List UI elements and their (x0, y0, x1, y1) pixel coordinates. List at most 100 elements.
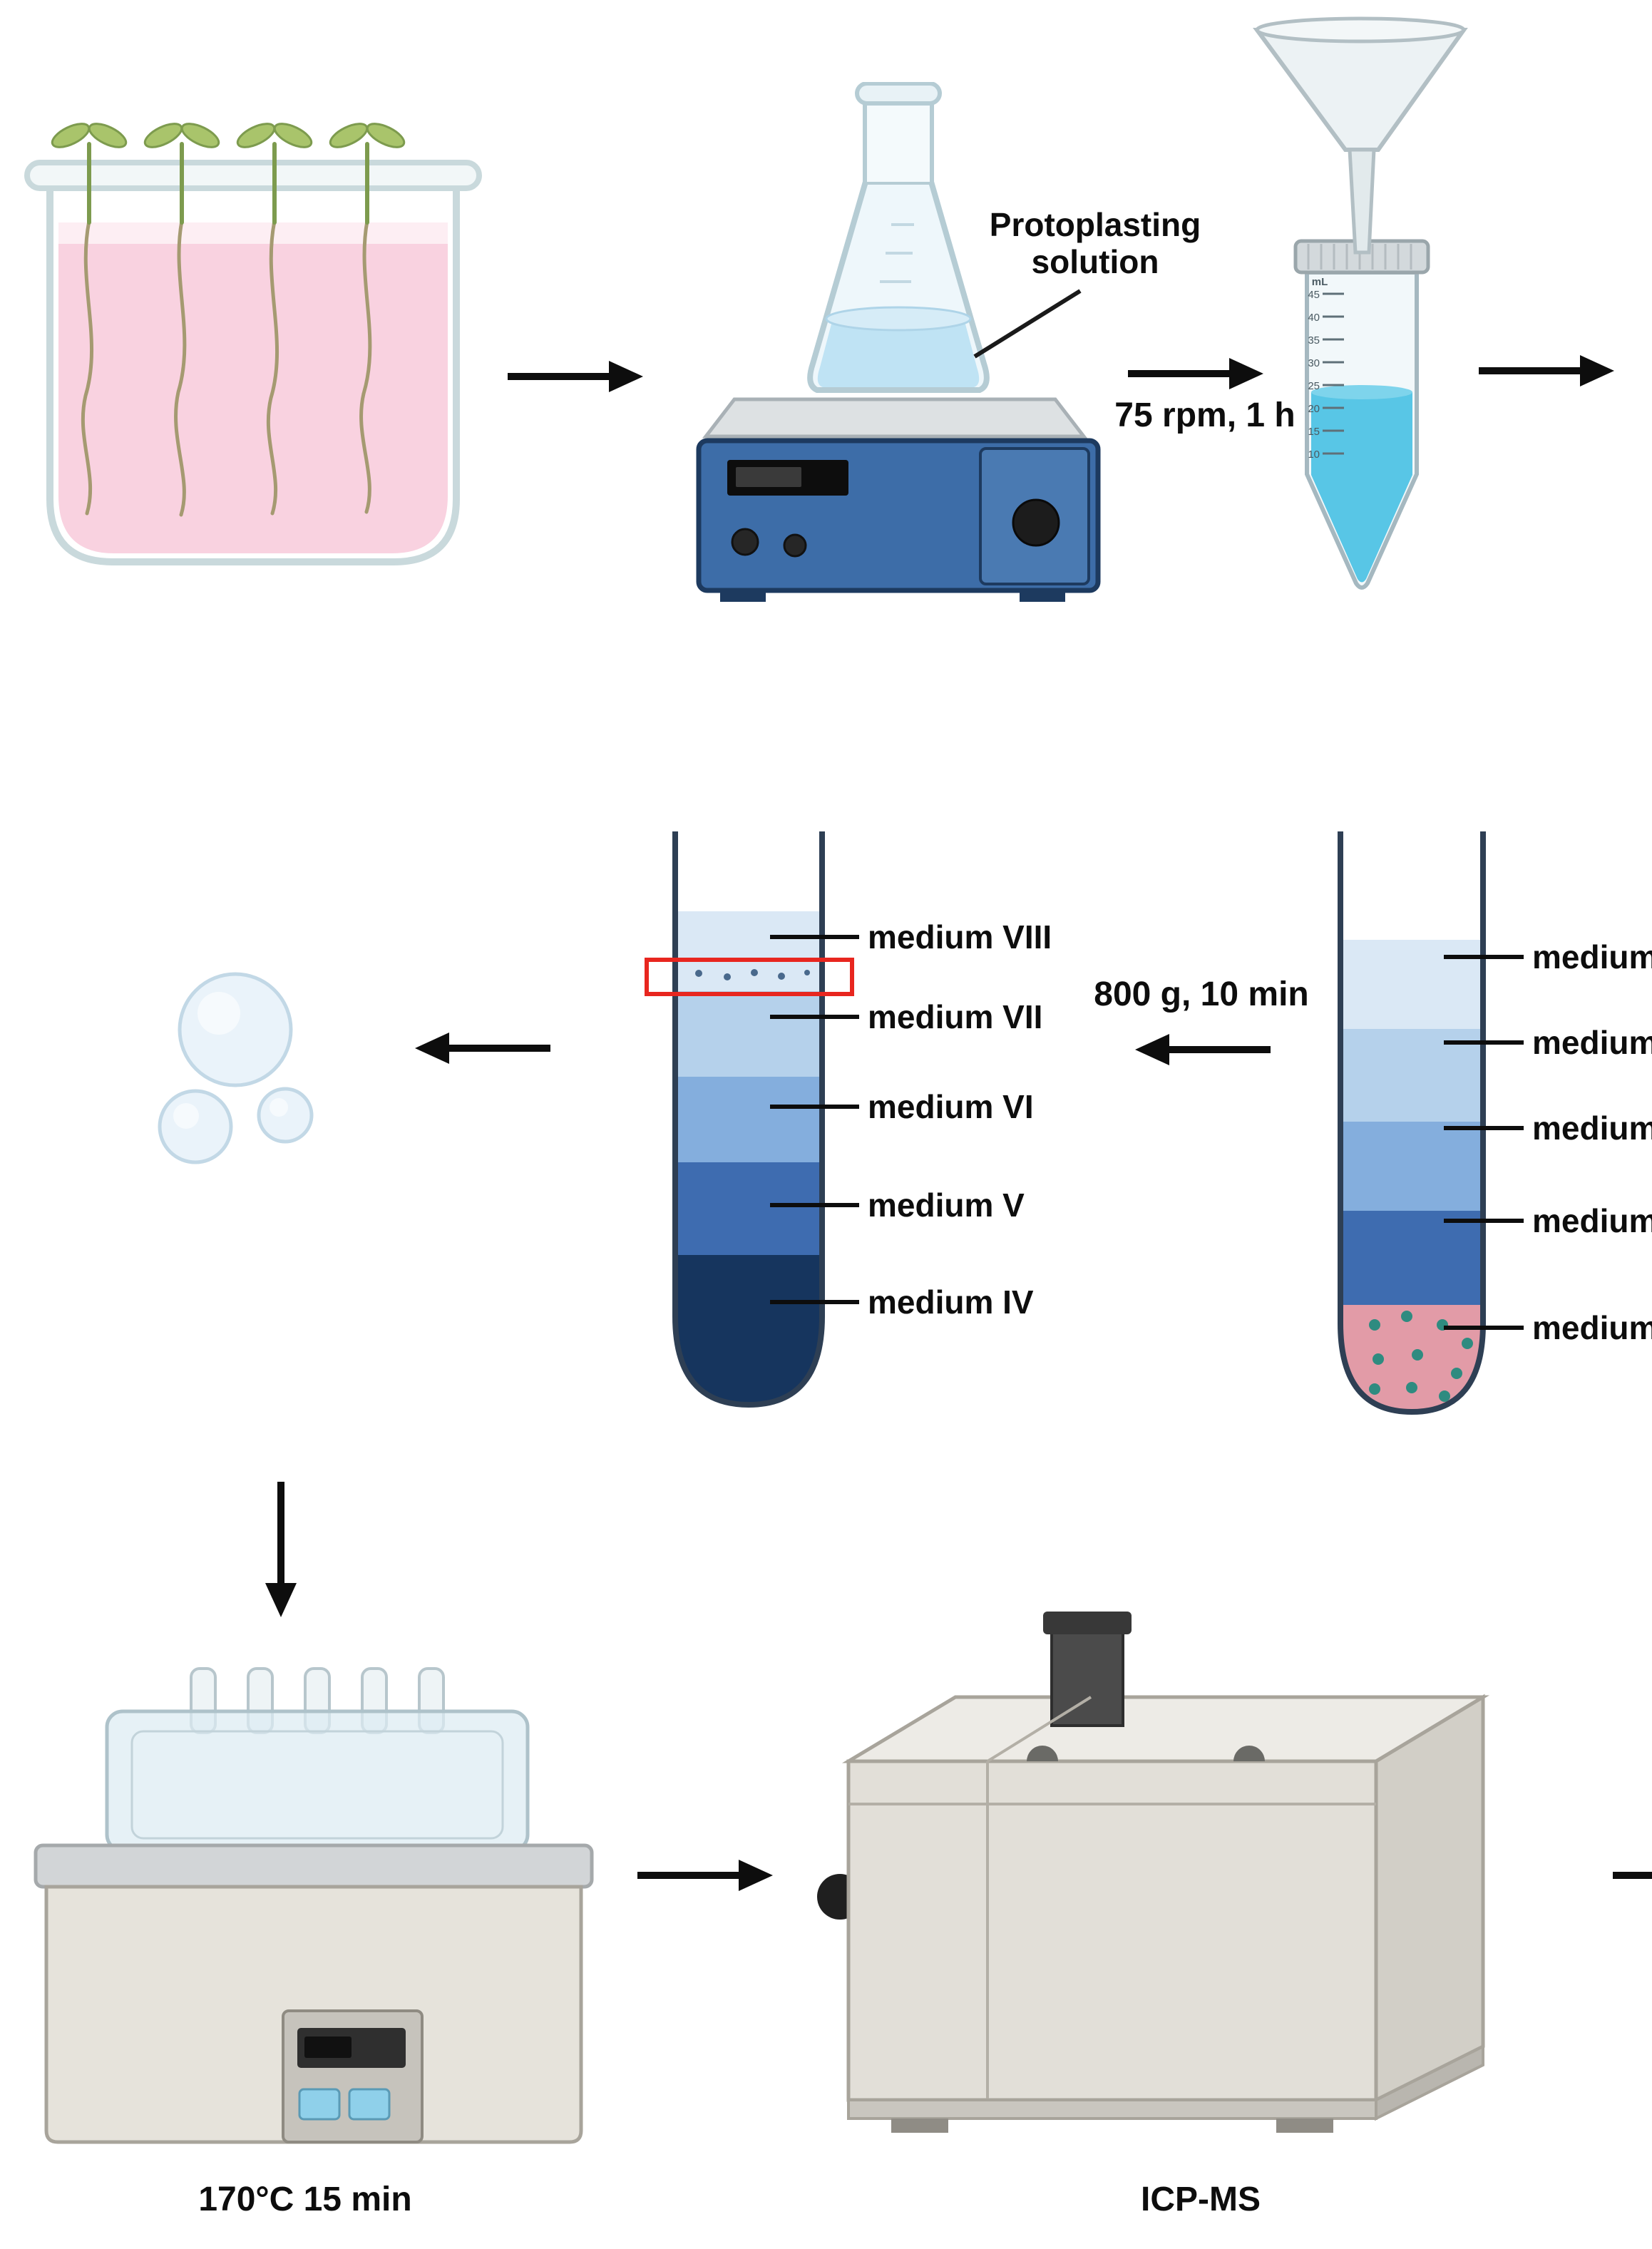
svg-text:45: 45 (1308, 289, 1320, 301)
medium-label: medium VIII (868, 918, 1052, 956)
shake-conditions-label: 75 rpm, 1 h (1114, 396, 1296, 434)
instrument-base (847, 2099, 1377, 2120)
label-tick (770, 1300, 859, 1304)
medium-label: medium (1532, 938, 1652, 975)
protoplast (257, 1087, 314, 1144)
layer-medium-vi (675, 1077, 822, 1162)
arrow-right-icon (1613, 1872, 1652, 1879)
label-tick (1444, 1219, 1524, 1223)
medium-label: medium VII (868, 998, 1043, 1035)
medium-label: medium (1532, 1309, 1652, 1346)
arrow-right-icon (1128, 358, 1263, 389)
arrow-down-icon (265, 1482, 297, 1617)
loaded-gradient-tube-illustration (1338, 831, 1486, 1415)
funnel (1253, 16, 1468, 255)
digestion-conditions-label: 170°C 15 min (198, 2181, 412, 2218)
gradient-label-row: medium IV (770, 1284, 1034, 1321)
label-tick (770, 1015, 859, 1019)
arrow-right-icon (508, 361, 643, 392)
svg-text:30: 30 (1308, 357, 1320, 369)
medium-label: medium (1532, 1110, 1652, 1147)
protoplast-band-dots (695, 969, 810, 980)
gradient-label-row: medium VIII (770, 918, 1052, 956)
protoplast (178, 972, 293, 1087)
icp-ms-instrument-illustration (817, 1612, 1490, 2133)
protoplasts-illustration (158, 972, 314, 1164)
bath-button (348, 2088, 391, 2121)
top-knob (1043, 1612, 1132, 1727)
shaker-knob (783, 533, 807, 558)
instrument-front-face (846, 1759, 1378, 2102)
seedlings (51, 123, 406, 517)
label-tick (1444, 955, 1524, 959)
gradient-label-row: medium VI (770, 1088, 1034, 1125)
layer-medium-viii (675, 911, 822, 991)
tube-outline (1338, 831, 1486, 1415)
falcon-tube: mL 45 40 35 30 25 20 15 10 (1293, 239, 1430, 590)
svg-text:15: 15 (1308, 426, 1320, 438)
protoplasting-solution-label-line2: solution (1031, 242, 1159, 280)
seedling (51, 123, 128, 516)
label-pointer-line (973, 289, 1082, 359)
label-tick (770, 935, 859, 939)
layer-medium-vii (675, 991, 822, 1077)
medium-label: medium V (868, 1187, 1025, 1224)
instrument-right-face (1374, 1694, 1485, 2104)
hinge-bump (1233, 1746, 1265, 1761)
gradient-label-row: medium VII (770, 998, 1042, 1035)
layer-medium-v (675, 1162, 822, 1255)
water-bath-illustration (34, 1667, 594, 2144)
protoplast-dots (1369, 1311, 1473, 1402)
bath-control-panel (282, 2009, 424, 2143)
medium-label: medium (1532, 1024, 1652, 1061)
svg-text:35: 35 (1308, 334, 1320, 347)
layer (1340, 1122, 1483, 1211)
loaded-label-row: medium (1444, 1024, 1652, 1061)
loaded-label-row: medium (1444, 1110, 1652, 1147)
seedling-culture-vessel-illustration (24, 123, 482, 565)
erlenmeyer-flask (807, 82, 990, 393)
shaker-knob (731, 528, 759, 556)
bath-lid (105, 1709, 530, 1853)
loaded-label-row: medium (1444, 938, 1652, 975)
shaker-flask-illustration (696, 82, 1101, 602)
shaker-base (696, 397, 1101, 602)
label-tick (770, 1203, 859, 1207)
label-tick (1444, 1040, 1524, 1045)
medium-label: medium (1532, 1202, 1652, 1239)
label-tick (1444, 1126, 1524, 1130)
medium-label: medium IV (868, 1284, 1034, 1321)
hinge-bump (1027, 1746, 1058, 1761)
svg-text:25: 25 (1308, 380, 1320, 392)
density-gradient-tube-illustration (645, 831, 854, 1408)
medium-label: medium VI (868, 1088, 1034, 1125)
svg-text:40: 40 (1308, 312, 1320, 324)
protoplast-band-highlight-box (645, 958, 854, 996)
gradient-label-row: medium V (770, 1187, 1025, 1224)
bath-rim (34, 1843, 594, 1889)
arrow-left-icon (1135, 1034, 1271, 1065)
tube-outline (672, 831, 825, 1408)
protoplast (158, 1089, 233, 1164)
svg-text:mL: mL (1312, 276, 1328, 288)
svg-text:10: 10 (1308, 449, 1320, 461)
instrument-top-face (841, 1695, 1490, 1763)
funnel-falcon-tube-illustration: mL 45 40 35 30 25 20 15 10 (1253, 16, 1468, 590)
loaded-label-row: medium (1444, 1309, 1652, 1346)
layer-medium-iv (675, 1255, 822, 1405)
layer (1340, 1211, 1483, 1305)
protoplasting-solution-label-line1: Protoplasting (989, 206, 1201, 243)
arrow-right-icon (1479, 355, 1614, 386)
seedling (236, 123, 313, 516)
arrow-right-icon (637, 1860, 773, 1891)
culture-vessel (24, 160, 482, 565)
layer (1340, 940, 1483, 1029)
bath-button (298, 2088, 341, 2121)
label-tick (1444, 1326, 1524, 1330)
arrow-left-icon (415, 1033, 550, 1064)
loaded-label-row: medium (1444, 1202, 1652, 1239)
centrifuge-conditions-label: 800 g, 10 min (1094, 975, 1309, 1013)
seedling (143, 123, 220, 517)
shaker-speed-knob (1012, 498, 1060, 547)
